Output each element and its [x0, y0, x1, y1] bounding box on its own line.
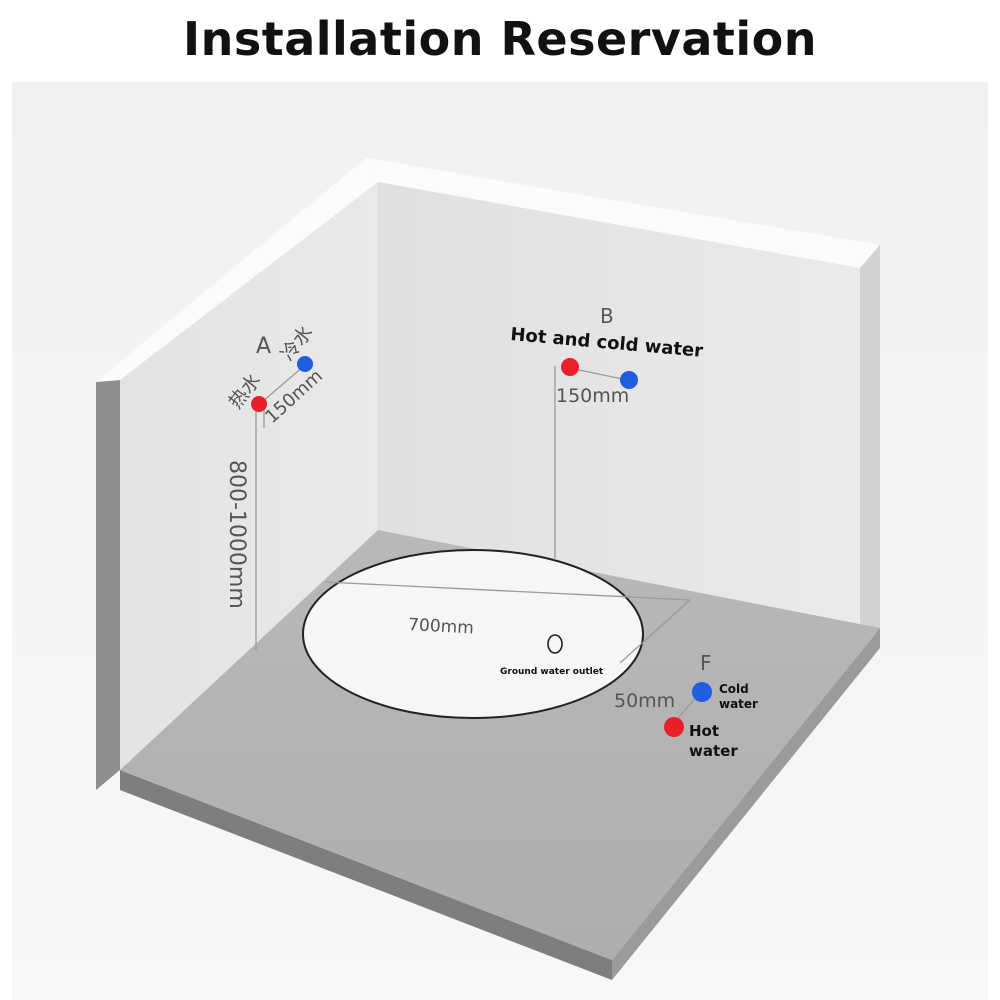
b-spacing-label: 150mm: [556, 385, 629, 407]
b-hot-water-dot: [561, 358, 579, 376]
a-hot-water-dot: [251, 396, 267, 412]
back-wall-top: [366, 158, 880, 268]
a-cold-water-dot: [297, 356, 313, 372]
f-cold-label-line1: Cold: [719, 682, 749, 696]
f-letter: F: [700, 651, 712, 675]
basin-diameter-label: 700mm: [408, 615, 475, 638]
f-hot-water-dot: [664, 717, 684, 737]
left-wall-outer-side: [96, 380, 120, 790]
b-cold-water-dot: [620, 371, 638, 389]
basin-ellipse: [302, 549, 644, 719]
back-wall: [378, 182, 860, 628]
floor-slab-front-left: [120, 770, 612, 980]
f-hot-label-line2: water: [689, 742, 738, 760]
drain-outlet: [547, 634, 563, 654]
f-cold-label-line2: water: [719, 697, 758, 711]
page-title: Installation Reservation: [183, 12, 817, 66]
back-wall-outer-side: [860, 245, 880, 635]
outlet-label: Ground water outlet: [500, 667, 604, 677]
a-letter: A: [256, 334, 271, 359]
b-letter: B: [600, 304, 614, 328]
b-spacing-line: [569, 367, 628, 381]
f-cold-water-dot: [692, 682, 712, 702]
basin-guide-line: [619, 599, 691, 664]
f-spacing-label: 50mm: [614, 690, 675, 712]
a-spacing-line: [261, 365, 305, 403]
floor-slab-front-right: [612, 628, 880, 980]
f-hot-label-line1: Hot: [689, 722, 719, 740]
left-wall-top: [96, 158, 378, 382]
basin-diameter-line: [324, 581, 691, 601]
left-wall: [120, 182, 378, 770]
a-height-label: 800-1000mm: [224, 460, 249, 609]
